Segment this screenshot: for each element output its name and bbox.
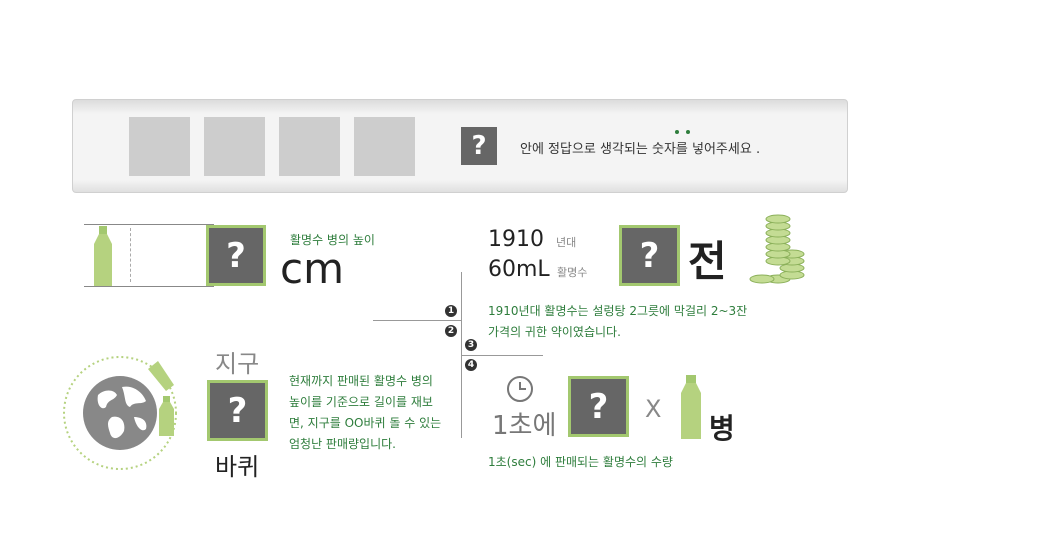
volume-text: 60mL	[488, 257, 550, 282]
per-second-desc: 1초(sec) 에 판매되는 활명수의 수량	[488, 455, 673, 469]
answer-question-box: ?	[461, 127, 497, 165]
question-mark: ?	[471, 131, 487, 161]
earth-desc-line1: 현재까지 판매된 활명수 병의	[289, 374, 433, 388]
times-symbol: X	[645, 395, 662, 423]
bottle-icon	[94, 226, 112, 286]
earth-desc-line3: 면, 지구를 OO바퀴 돌 수 있는	[289, 416, 442, 430]
price-question-box[interactable]: ?	[619, 225, 680, 286]
answer-bar	[72, 99, 848, 193]
marker-1: 1	[445, 305, 457, 317]
earth-question-box[interactable]: ?	[207, 380, 268, 441]
coin-stack-icon	[749, 214, 805, 284]
connector-line-right	[461, 355, 543, 356]
question-mark: ?	[588, 386, 609, 427]
year-text: 1910	[488, 227, 544, 252]
earth-desc-line4: 엄청난 판매량입니다.	[289, 437, 396, 451]
year-suffix: 년대	[556, 236, 577, 249]
earth-orbit-graphic	[63, 356, 177, 470]
marker-2: 2	[445, 325, 457, 337]
height-question-box[interactable]: ?	[206, 225, 266, 286]
answer-slot-2[interactable]	[204, 117, 265, 176]
height-unit: cm	[280, 244, 345, 293]
earth-top-label: 지구	[215, 350, 260, 378]
height-label: 활명수 병의 높이	[290, 233, 375, 247]
small-bottle-icon	[159, 396, 174, 436]
clock-icon	[507, 376, 533, 402]
instruction-text: 안에 정답으로 생각되는 숫자를 넣어주세요 .	[520, 142, 761, 157]
price-desc-line1: 1910년대 활명수는 설렁탕 2그릇에 막걸리 2~3잔	[488, 304, 748, 318]
answer-slot-3[interactable]	[279, 117, 340, 176]
bottle-icon-right	[681, 375, 701, 439]
answer-slot-4[interactable]	[354, 117, 415, 176]
price-unit: 전	[688, 237, 727, 286]
question-mark: ?	[226, 235, 246, 276]
marker-4: 4	[465, 359, 477, 371]
per-second-label: 1초에	[492, 411, 557, 441]
bottle-unit: 병	[709, 412, 735, 445]
volume-suffix: 활명수	[557, 266, 588, 279]
per-second-question-box[interactable]: ?	[568, 376, 629, 437]
earth-desc-line2: 높이를 기준으로 길이를 재보	[289, 395, 433, 409]
question-mark: ?	[227, 390, 248, 431]
marker-3: 3	[465, 339, 477, 351]
earth-bottom-label: 바퀴	[215, 453, 260, 481]
connector-line-left	[373, 320, 461, 321]
question-mark: ?	[639, 235, 660, 276]
bottle-height-panel	[84, 224, 266, 287]
answer-slot-1[interactable]	[129, 117, 190, 176]
price-desc-line2: 가격의 귀한 약이였습니다.	[488, 325, 621, 339]
